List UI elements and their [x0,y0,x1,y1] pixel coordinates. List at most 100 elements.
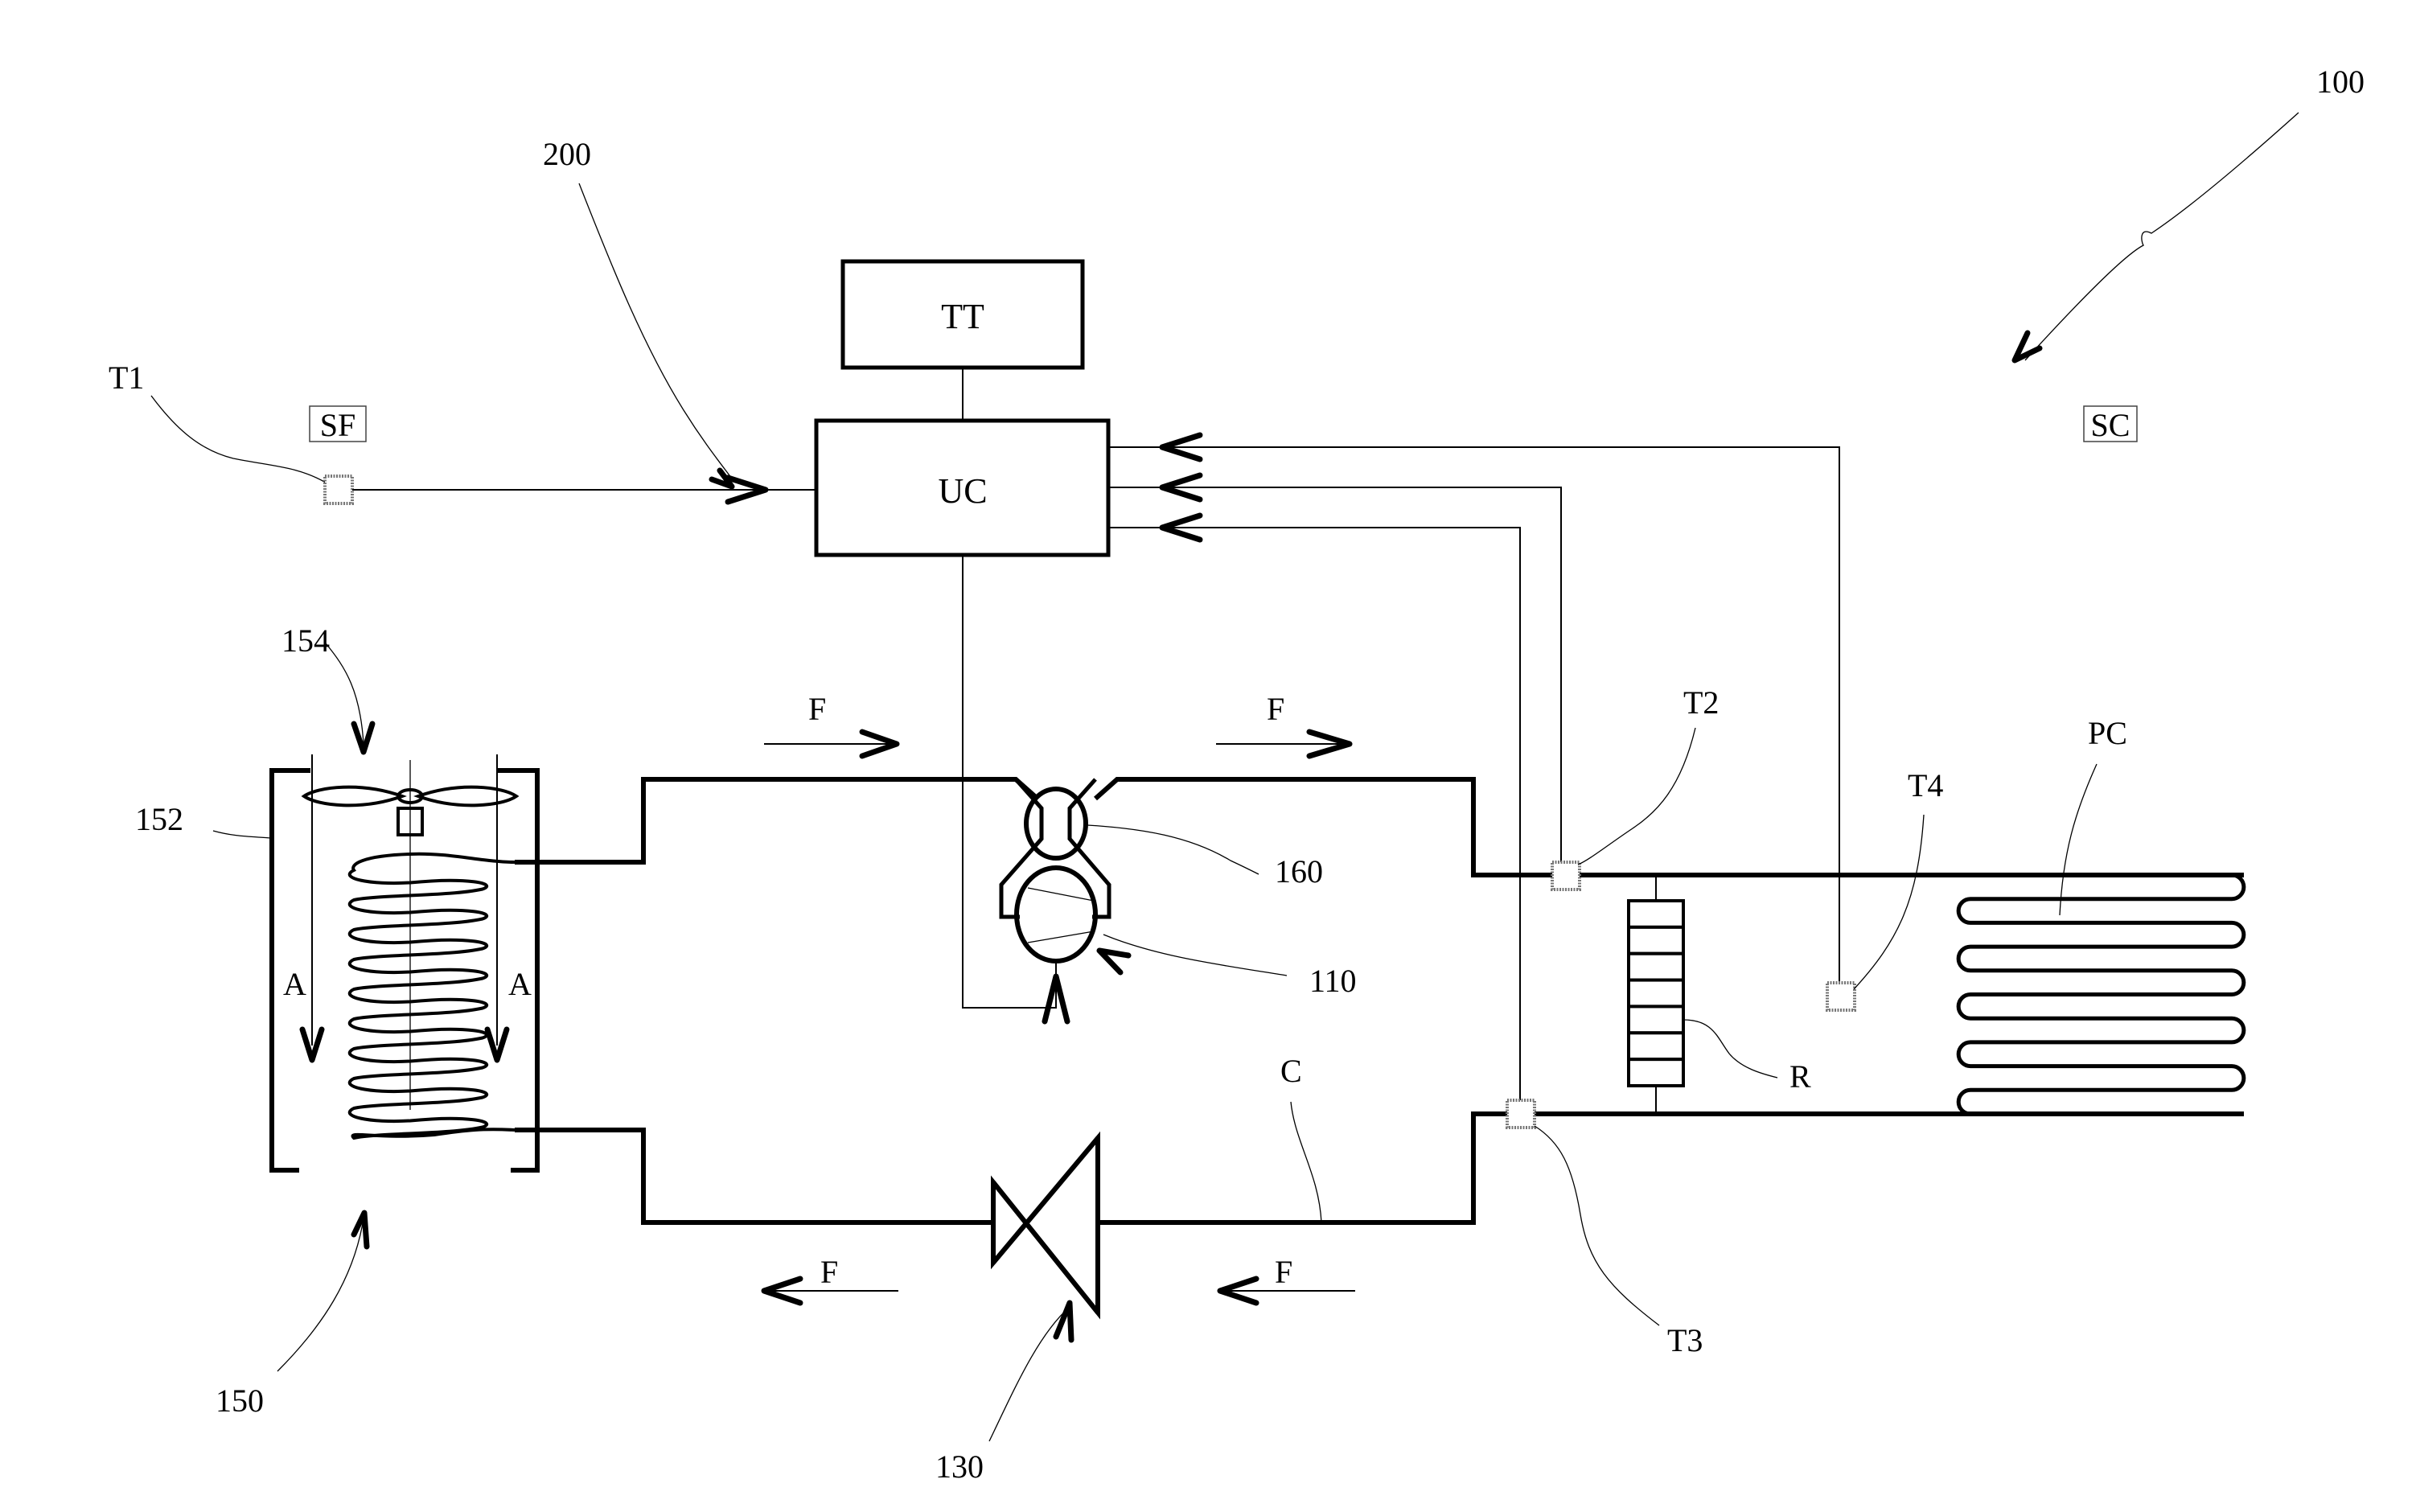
flow-arrow-top-right-icon [1306,729,1353,759]
expansion-valve-edge-1 [991,1181,1100,1314]
outdoor-unit-ref: 150 [216,1383,264,1419]
refrigerant-circuit [515,777,2244,1225]
zone-sf-tag [309,405,367,442]
sensor-t4-label: T4 [1908,767,1943,803]
radiator-ref: R [1789,1058,1811,1095]
tt-label: TT [941,297,984,336]
four-way-valve-160[interactable] [999,778,1111,919]
t3-signal-line [1108,527,1521,1100]
control-ref-arrow-icon [709,467,735,490]
flow-arrow-bottom-right-icon [1217,1276,1259,1306]
compressor-leader [1103,934,1288,976]
outdoor-casing-right [496,768,540,1173]
radiator-segment [1627,1031,1685,1062]
compressor-control-arrow-icon [1042,973,1070,1025]
radiator-leader [1683,1019,1778,1079]
outdoor-unit-150[interactable] [269,754,540,1173]
uc-signal-inputs [1108,432,1840,1100]
compressor-ref: 110 [1309,963,1357,999]
air-flow-label-left: A [283,966,306,1002]
valve-port-right [1067,778,1111,919]
outdoor-unit-arrow-icon [351,1210,370,1250]
t4-signal-arrow-icon [1159,432,1203,462]
t1-signal-arrow-icon [725,475,769,505]
fan-blade-right [413,785,520,807]
system-ref-leader [2024,112,2299,361]
valve-port-left [999,778,1044,919]
flow-arrow-top-left-icon [859,729,900,759]
floor-panel-pc[interactable] [1956,873,2246,1116]
expansion-valve-edge-2 [991,1136,1100,1264]
fan-leader [325,643,364,745]
fan-blade-left [301,785,407,807]
fan-ref-arrow-icon [351,721,376,755]
sensor-t2-leader [1577,727,1696,865]
air-flow-arrow-right-icon [484,1026,510,1063]
zone-sc-label: SC [2091,407,2130,443]
t2-signal-line [1108,487,1562,862]
sensor-t1-label: T1 [109,360,144,396]
evaporator-coil [347,852,516,1140]
radiator-segment [1627,925,1685,955]
control-ref-label: 200 [543,136,591,172]
pipe-bottom-left [515,1128,993,1225]
flow-arrows: F F F F [761,691,1355,1306]
system-ref-arrow-icon [2011,330,2043,364]
flow-label-bottom-left: F [820,1254,838,1290]
expansion-valve-body [991,1131,1100,1320]
sensor-t2-label: T2 [1683,684,1719,721]
system-reference-100: 100 [2011,64,2365,364]
zone-sf-label: SF [320,407,356,443]
expansion-valve-arrow-icon [1053,1300,1074,1343]
uc-block[interactable] [814,418,1111,557]
flow-label-top-right: F [1267,691,1284,727]
radiator-segment [1627,1058,1685,1087]
compressor-ref-arrow-icon [1096,947,1132,976]
outdoor-casing-left [269,768,310,1173]
condenser-line-leader [1290,1101,1322,1223]
flow-label-top-left: F [808,691,826,727]
air-flow-label-right: A [508,966,532,1002]
uc-label: UC [938,471,987,511]
four-way-valve-ref: 160 [1275,853,1323,890]
t4-signal-line [1108,446,1840,983]
flow-arrow-bottom-left-icon [761,1276,803,1306]
air-flow-arrow-left-icon [299,1026,325,1063]
sensor-t1-leader [150,395,327,483]
pipe-bottom-right [1098,1111,2244,1225]
outdoor-casing-leader [212,830,271,839]
compressor-body [1014,865,1098,963]
four-way-valve-leader [1087,824,1259,875]
radiator-segment [1627,1005,1685,1035]
sensor-t4-leader [1853,814,1925,990]
outdoor-casing-ref: 152 [135,801,183,837]
pipe-top-left [515,777,1039,865]
control-reference-200: 200 [543,136,735,490]
flow-label-bottom-right: F [1275,1254,1292,1290]
control-ref-leader [578,183,733,479]
sensor-t3-leader [1534,1125,1660,1326]
radiator-segment [1627,951,1685,982]
condenser-line-ref: C [1280,1053,1302,1089]
pipe-top-right [1094,777,2244,877]
radiator-segment [1627,899,1685,929]
sensor-t1[interactable] [323,475,354,505]
zone-sc-tag [2083,405,2138,442]
fan-ref: 154 [281,622,330,659]
expansion-valve-ref: 130 [935,1448,984,1485]
sensor-t3-label: T3 [1667,1322,1703,1358]
system-ref-label: 100 [2316,64,2365,100]
four-way-valve-body [1024,787,1088,861]
compressor-110[interactable] [1014,865,1098,963]
sensor-t3[interactable] [1506,1099,1536,1129]
floor-panel-leader [2059,763,2098,916]
expansion-valve-130[interactable] [991,1131,1100,1320]
sensor-t2[interactable] [1551,861,1581,891]
t3-signal-arrow-icon [1159,512,1203,543]
expansion-valve-leader [988,1306,1070,1442]
radiator-r[interactable] [1627,875,1685,1114]
radiator-segment [1627,978,1685,1009]
sensor-t4[interactable] [1826,981,1856,1012]
compressor-hatch-1 [1027,887,1095,902]
